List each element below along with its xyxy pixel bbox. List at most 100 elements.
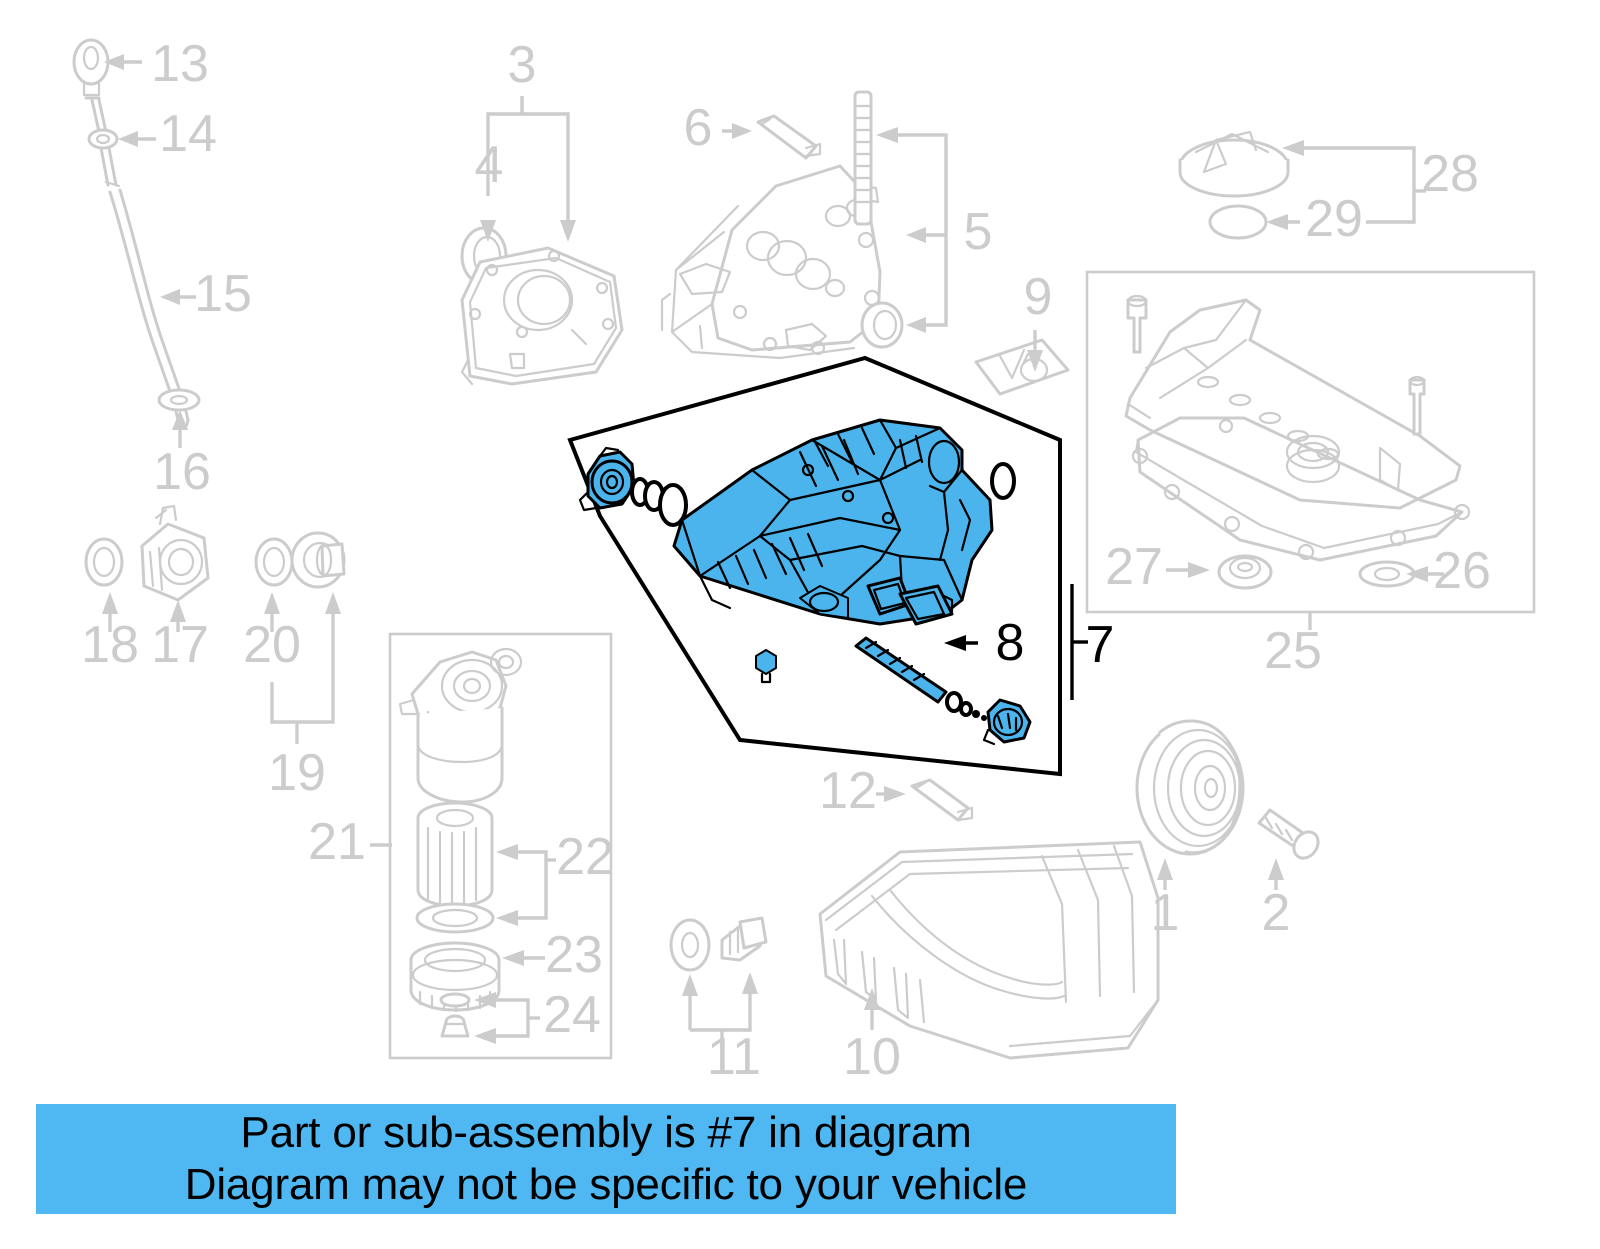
sealant-tube-6-icon xyxy=(756,114,822,160)
v6-badge-icon xyxy=(974,338,1070,396)
callout-25-label: 25 xyxy=(1264,622,1322,680)
callout-2: 2 xyxy=(1262,858,1290,942)
callout-13-label: 13 xyxy=(151,35,209,93)
timing-cover-lower-group xyxy=(460,226,624,386)
callout-17-label: 17 xyxy=(151,616,209,674)
callout-20-label: 20 xyxy=(243,616,301,674)
dipstick-assembly-group xyxy=(72,38,201,429)
pulley-bolt-2-icon xyxy=(1257,808,1320,860)
callout-7-label: 7 xyxy=(1086,616,1115,674)
callout-23-label: 23 xyxy=(545,926,603,984)
oil-filter-housing-21-icon xyxy=(398,647,523,804)
notice-line-1: Part or sub-assembly is #7 in diagram xyxy=(240,1108,972,1157)
timing-cover-upper-group xyxy=(660,90,904,360)
callout-21: 21 xyxy=(308,813,392,871)
callout-1: 1 xyxy=(1151,858,1180,942)
callout-22-label: 22 xyxy=(556,828,614,886)
sensors-group xyxy=(84,504,346,602)
manifold-bolt-icon xyxy=(755,649,777,684)
callout-29-label: 29 xyxy=(1305,190,1363,248)
callout-26-label: 26 xyxy=(1433,542,1491,600)
filter-cap-seal-24b-icon xyxy=(440,1014,470,1038)
callout-18: 18 xyxy=(81,592,139,674)
valve-cover-25-icon xyxy=(1124,298,1462,510)
callout-27-label: 27 xyxy=(1105,538,1163,596)
callout-11-label: 11 xyxy=(707,1028,761,1086)
sensor-o-ring-18-icon xyxy=(84,537,124,587)
valve-cover-bolt-left-icon xyxy=(1126,294,1148,354)
oil-level-sensor-o-ring-20-icon xyxy=(254,537,294,587)
valve-cover-group xyxy=(1085,270,1536,614)
crank-pulley-group xyxy=(1135,719,1320,860)
callout-14: 14 xyxy=(118,105,217,163)
throttle-body-seals xyxy=(630,477,688,527)
drain-plug-washer-11-icon xyxy=(669,918,711,972)
guide-tube-seal-icon xyxy=(157,388,201,412)
callout-7: 7 xyxy=(1070,584,1115,700)
oil-filter-element-22-icon xyxy=(416,801,494,908)
intake-manifold-gasket-8-icon xyxy=(866,576,954,626)
callout-24: 24 xyxy=(474,986,601,1044)
drain-plug-11-icon xyxy=(720,916,768,962)
callout-6: 6 xyxy=(684,99,752,157)
timing-cover-lower-3-icon xyxy=(460,246,624,386)
callout-29: 29 xyxy=(1266,190,1363,248)
callout-27: 27 xyxy=(1105,538,1210,596)
callout-26: 26 xyxy=(1406,542,1491,600)
callout-5-label: 5 xyxy=(964,203,993,261)
callout-15: 15 xyxy=(160,265,252,323)
timing-cover-upper-seal-icon xyxy=(860,301,904,349)
v6-badge-group: 9 xyxy=(974,268,1070,396)
notice-line-2: Diagram may not be specific to your vehi… xyxy=(184,1160,1028,1209)
valve-cover-grommet-27-icon xyxy=(1217,554,1273,590)
callout-14-label: 14 xyxy=(159,105,217,163)
fuel-rail-assembly-icon xyxy=(854,636,1032,746)
callout-10-label: 10 xyxy=(843,1028,901,1086)
oil-level-sensor-19-icon xyxy=(290,531,346,589)
callout-19-label: 19 xyxy=(268,744,326,802)
oil-filler-cap-28-icon xyxy=(1178,130,1290,198)
callout-23: 23 xyxy=(502,926,603,984)
intake-manifold-body-icon xyxy=(672,418,994,626)
callout-10: 10 xyxy=(843,988,901,1086)
oil-pan-10-icon xyxy=(818,840,1160,1060)
valve-cover-bolt-right-icon xyxy=(1408,375,1426,436)
callout-9-label: 9 xyxy=(1024,268,1053,326)
callout-8-label: 8 xyxy=(996,614,1025,672)
oil-filler-cap-gasket-29-icon xyxy=(1208,204,1268,240)
valve-cover-gasket-icon xyxy=(1131,416,1471,562)
callout-28-label: 28 xyxy=(1421,145,1479,203)
callout-8: 8 xyxy=(944,614,1024,672)
dipstick-o-ring-icon xyxy=(87,128,119,150)
callout-9: 9 xyxy=(1024,268,1053,372)
callout-6-label: 6 xyxy=(684,99,713,157)
callout-15-label: 15 xyxy=(194,265,252,323)
callout-21-label: 21 xyxy=(308,813,366,871)
filter-cap-seal-24a-icon xyxy=(439,992,471,1008)
oil-filter-group xyxy=(388,632,613,1060)
callout-5: 5 xyxy=(876,127,992,333)
callout-3-label: 3 xyxy=(508,36,537,94)
oil-pan-group xyxy=(669,778,1160,1060)
callout-16-label: 16 xyxy=(153,443,211,501)
callout-16: 16 xyxy=(153,410,211,501)
oil-filter-seal-22b-icon xyxy=(415,902,495,934)
callout-28: 28 xyxy=(1282,140,1479,224)
valve-cover-seal-26-icon xyxy=(1358,560,1416,588)
callout-13: 13 xyxy=(104,35,209,93)
dipstick-handle-icon xyxy=(72,38,110,100)
callout-1-label: 1 xyxy=(1151,884,1180,942)
callout-3: 3 xyxy=(486,36,576,242)
callout-19: 19 xyxy=(268,592,341,802)
highlighted-assembly-7: 8 xyxy=(567,355,1062,777)
callout-25: 25 xyxy=(1264,612,1322,680)
callout-24-label: 24 xyxy=(543,986,601,1044)
notice-banner: Part or sub-assembly is #7 in diagram Di… xyxy=(36,1104,1176,1214)
manifold-o-ring-icon xyxy=(990,462,1016,500)
callout-4: 4 xyxy=(475,136,504,242)
callout-12: 12 xyxy=(819,762,906,820)
callout-4-label: 4 xyxy=(475,136,504,194)
callout-22: 22 xyxy=(496,828,614,926)
oil-pressure-sensor-17-icon xyxy=(140,504,210,602)
